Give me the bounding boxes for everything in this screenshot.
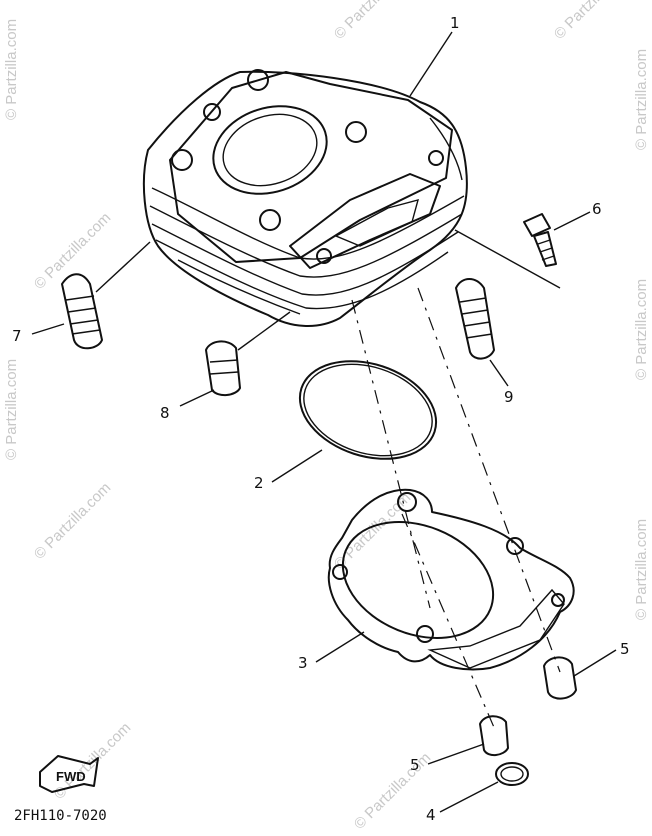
leader-line-3 — [315, 631, 365, 663]
watermark: © Partzilla.com — [31, 209, 114, 292]
callout-8: 8 — [160, 404, 170, 422]
leader-line-8-to-cylinder — [237, 311, 291, 351]
cylinder-part[interactable] — [142, 69, 468, 327]
leader-line-5b — [427, 743, 485, 765]
o-ring-part[interactable] — [287, 345, 449, 476]
dowel-5-lower-part[interactable] — [479, 715, 509, 756]
stud-7-part[interactable] — [61, 273, 103, 350]
ring-4-inner-edge — [500, 766, 524, 782]
leader-line-5a — [573, 649, 617, 677]
leader-line-4 — [439, 781, 499, 813]
dowel-8-part[interactable] — [205, 340, 241, 396]
gasket-part[interactable] — [325, 488, 575, 671]
centerline — [401, 513, 497, 733]
callout-5-lower: 5 — [410, 756, 420, 774]
leader-line-8 — [179, 389, 215, 407]
callout-7: 7 — [12, 327, 22, 345]
leader-line-6 — [553, 211, 591, 231]
leader-line-2 — [271, 449, 323, 483]
watermark: © Partzilla.com — [3, 19, 20, 120]
callout-9: 9 — [504, 388, 514, 406]
watermark: © Partzilla.com — [633, 279, 650, 380]
watermark: © Partzilla.com — [3, 359, 20, 460]
fwd-label: FWD — [56, 769, 86, 784]
leader-line-9 — [489, 359, 509, 387]
ring-4-part[interactable] — [495, 762, 529, 786]
dowel-5-upper-part[interactable] — [543, 656, 577, 700]
callout-6: 6 — [592, 200, 602, 218]
watermark: © Partzilla.com — [31, 479, 114, 562]
callout-3: 3 — [298, 654, 308, 672]
callout-2: 2 — [254, 474, 264, 492]
callout-4: 4 — [426, 806, 436, 824]
callout-5-upper: 5 — [620, 640, 630, 658]
fwd-arrow-icon: FWD — [39, 755, 99, 793]
watermark: © Partzilla.com — [331, 0, 414, 43]
watermark: © Partzilla.com — [633, 49, 650, 150]
leader-line-7-to-cylinder — [95, 241, 151, 293]
centerline — [351, 299, 431, 609]
leader-line-7 — [31, 323, 65, 335]
watermarks: © Partzilla.com © Partzilla.com © Partzi… — [3, 0, 650, 833]
watermark: © Partzilla.com — [351, 749, 434, 832]
stud-9-part[interactable] — [455, 278, 495, 360]
leader-line-6-split — [454, 229, 561, 289]
o-ring-inner-edge — [303, 363, 433, 457]
bolt-6-part[interactable] — [523, 213, 557, 267]
diagram-code: 2FH110-7020 — [14, 808, 107, 824]
centerline — [417, 287, 561, 673]
watermark: © Partzilla.com — [633, 519, 650, 620]
watermark: © Partzilla.com — [551, 0, 634, 43]
callout-1: 1 — [450, 14, 460, 32]
leader-line-1 — [409, 31, 453, 97]
